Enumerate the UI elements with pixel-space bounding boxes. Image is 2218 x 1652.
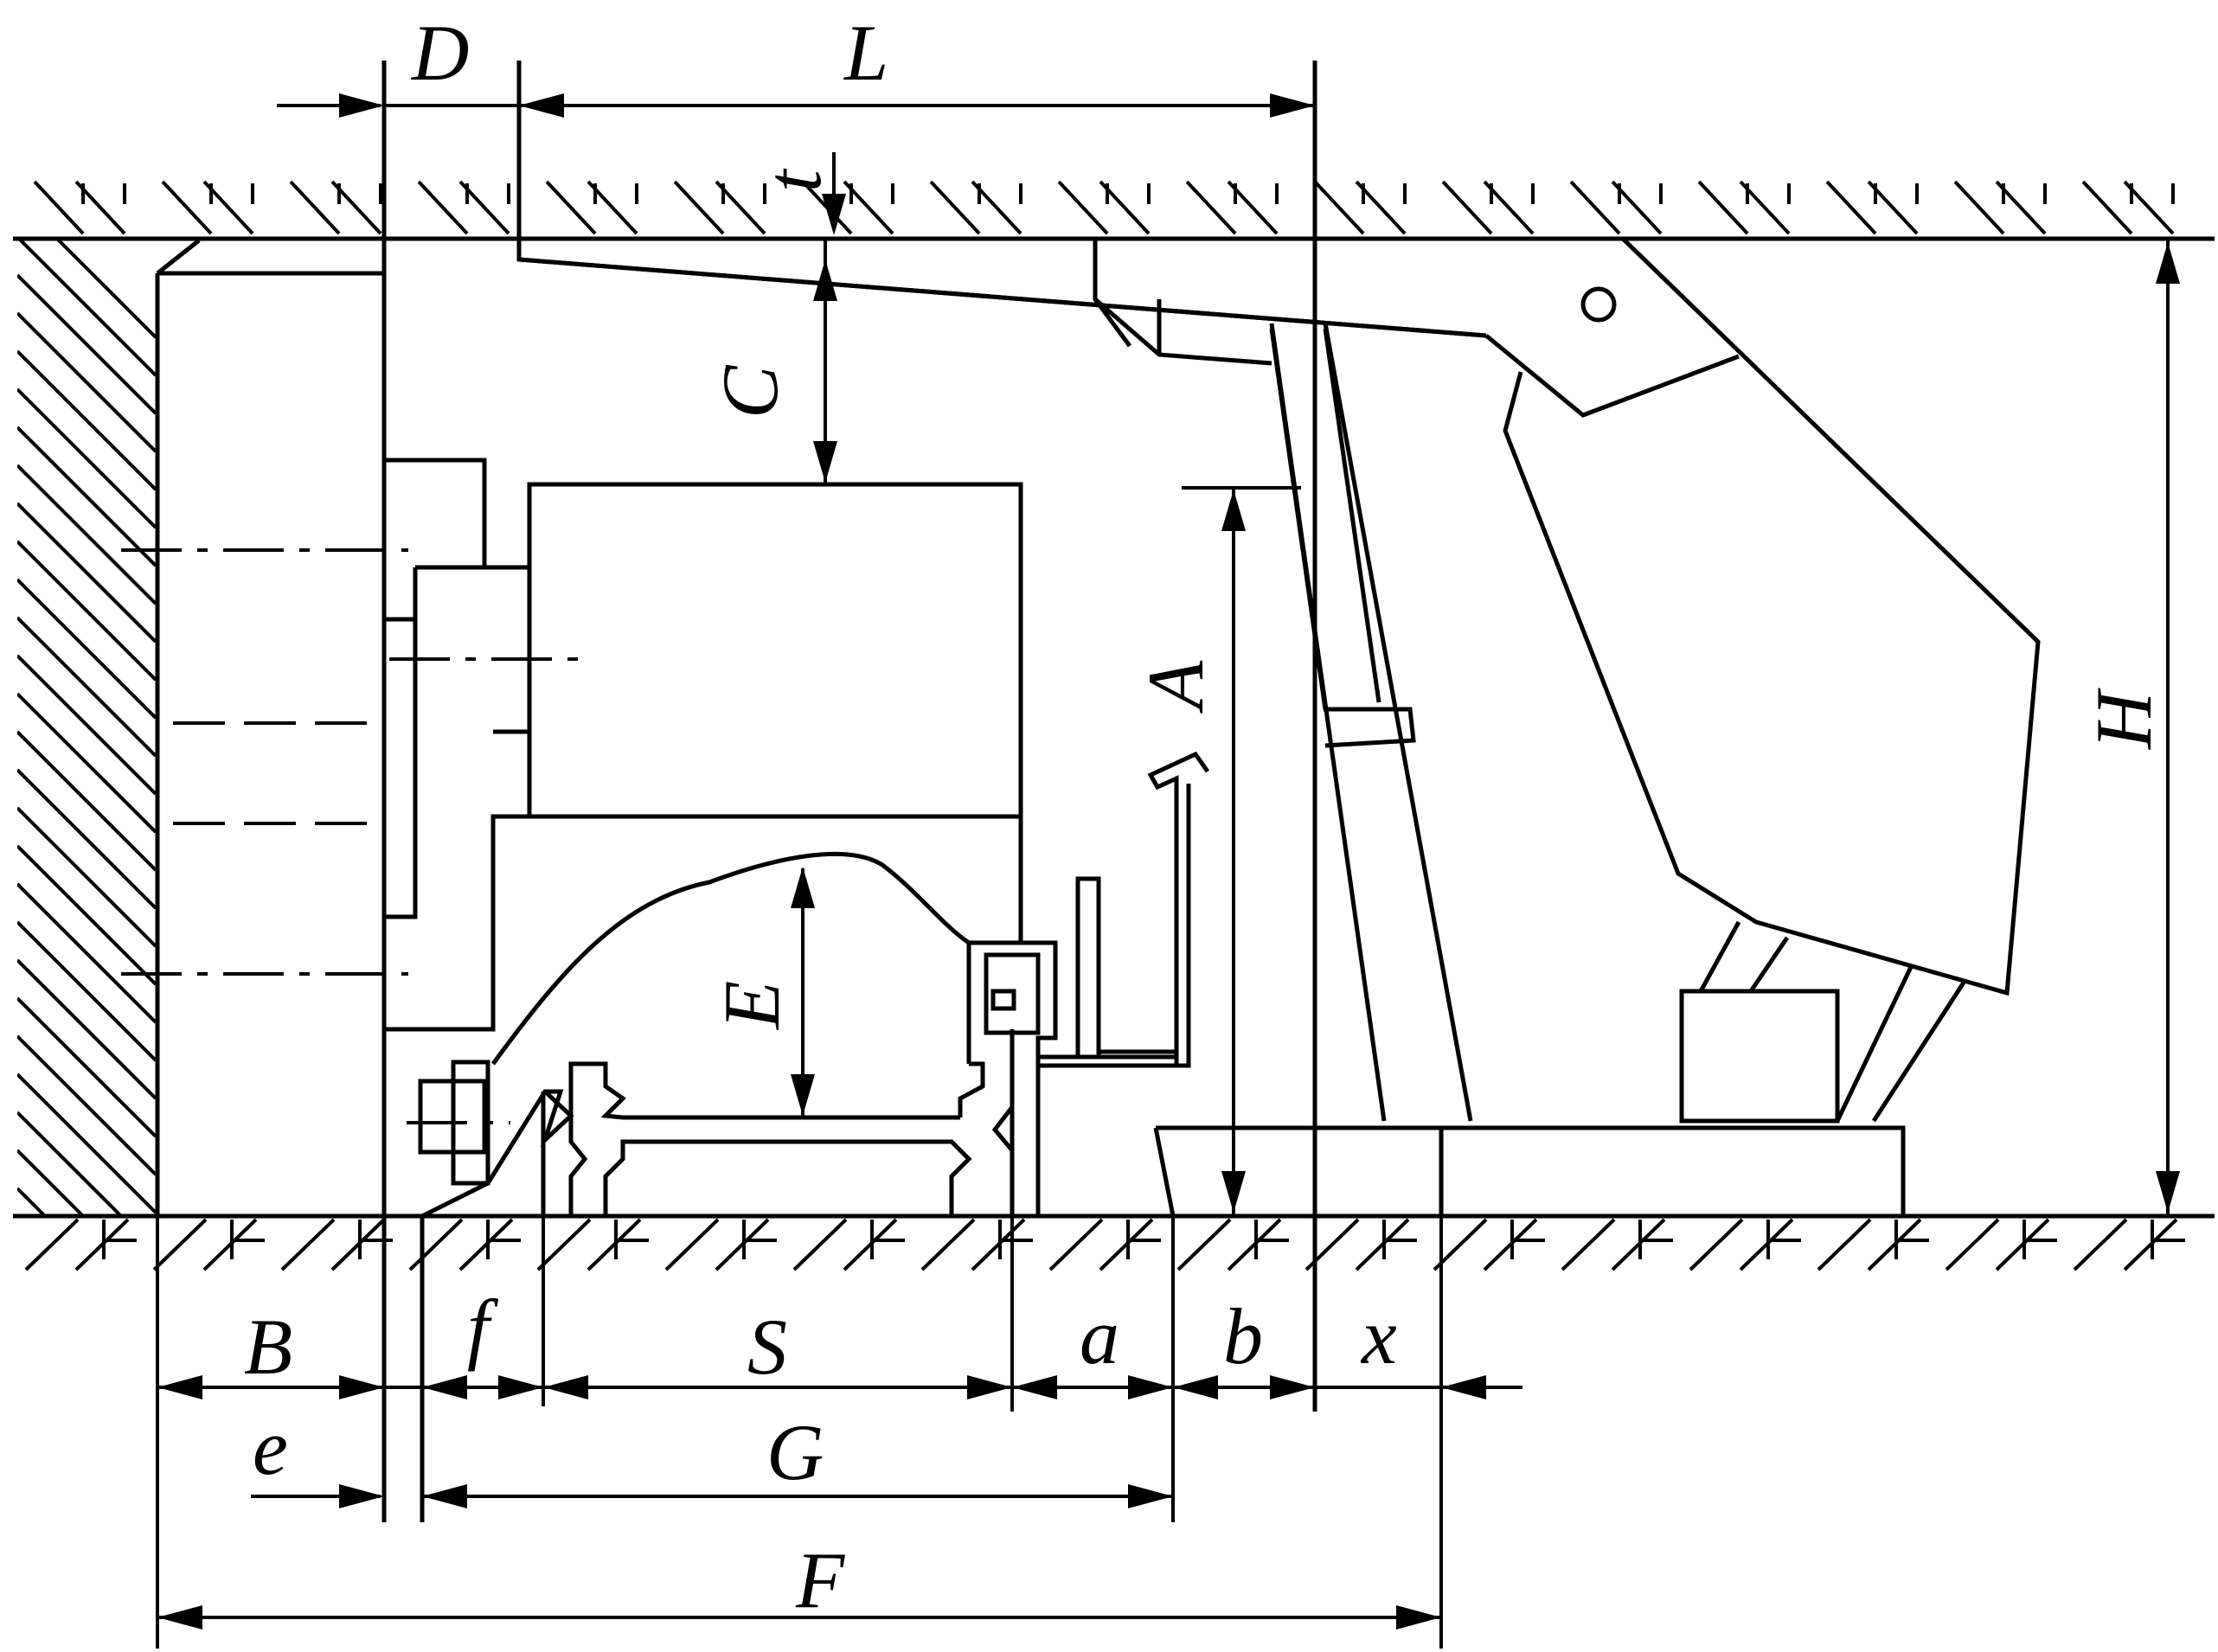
label-B: B xyxy=(244,1303,292,1391)
label-D: D xyxy=(410,9,469,97)
label-H: H xyxy=(2080,688,2168,750)
roof xyxy=(13,180,2215,241)
hydraulic-support xyxy=(516,61,2041,1412)
label-S: S xyxy=(747,1303,787,1391)
label-b: b xyxy=(1223,1292,1263,1380)
label-a: a xyxy=(1080,1292,1119,1380)
shearer xyxy=(121,61,1023,1522)
label-e: e xyxy=(253,1403,288,1491)
label-C: C xyxy=(706,364,794,419)
label-G: G xyxy=(766,1408,824,1496)
dimension-lines xyxy=(156,93,2180,1649)
label-E: E xyxy=(708,981,796,1031)
label-F: F xyxy=(795,1536,845,1624)
coal-wall xyxy=(17,239,384,1216)
conveyor-pan xyxy=(485,751,1210,1219)
dimension-labels: D L t C A H E B f S a b x e G F xyxy=(244,9,2168,1624)
label-x: x xyxy=(1360,1292,1397,1380)
floor xyxy=(13,1213,2215,1271)
label-L: L xyxy=(843,9,888,97)
label-f: f xyxy=(467,1284,499,1372)
label-t: t xyxy=(749,168,837,192)
label-A: A xyxy=(1131,660,1220,714)
